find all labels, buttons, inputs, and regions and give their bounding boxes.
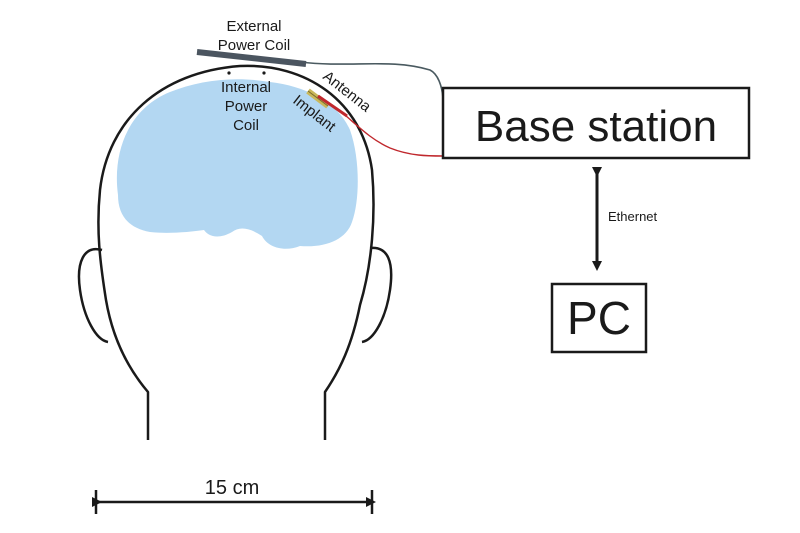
brain: [116, 79, 358, 249]
external-power-coil: [196, 49, 307, 67]
external-coil-label-line1: External: [226, 18, 281, 35]
base-station-label: Base station: [475, 102, 717, 151]
right-ear: [361, 246, 393, 344]
base-station-box: [441, 86, 751, 160]
base-station: Base station: [441, 86, 751, 160]
internal-coil-label-line2: Power: [225, 98, 268, 115]
head-width-dimension: 15 cm: [92, 477, 376, 514]
left-ear: [77, 247, 109, 344]
internal-coil-label-line3: Coil: [233, 117, 259, 134]
external-coil-label-line2: Power Coil: [218, 37, 291, 54]
antenna: [317, 94, 348, 118]
head: [77, 64, 393, 440]
pc: PC: [550, 282, 648, 354]
internal-coil-dot-right: [262, 71, 266, 75]
pc-label: PC: [567, 292, 631, 344]
pc-box: [550, 282, 648, 354]
coil-wire: [299, 61, 444, 99]
antenna-wire: [344, 114, 444, 157]
ethernet-label: Ethernet: [608, 209, 658, 224]
head-outline: [97, 64, 375, 440]
implant: [306, 88, 330, 109]
head-width-label: 15 cm: [205, 477, 259, 499]
internal-coil-dot-left: [227, 71, 231, 75]
internal-coil-label-line1: Internal: [221, 79, 271, 96]
